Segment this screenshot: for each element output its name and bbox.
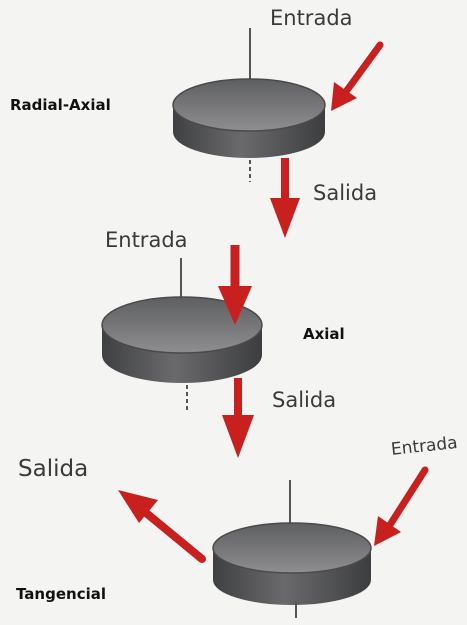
tangencial-disc <box>212 522 372 605</box>
axial-group <box>101 245 263 458</box>
tangencial-inlet-arrow <box>374 466 429 546</box>
axial-outlet-label: Salida <box>272 388 337 412</box>
axial-outlet-arrow <box>222 378 254 458</box>
tangencial-label: Tangencial <box>16 585 106 603</box>
axial-inlet-label: Entrada <box>105 228 188 252</box>
radial-axial-disc <box>172 78 326 158</box>
tangencial-group <box>118 466 429 618</box>
axial-label: Axial <box>303 325 345 343</box>
radial-axial-label: Radial-Axial <box>10 96 111 114</box>
tangencial-outlet-label: Salida <box>18 456 89 482</box>
tangencial-outlet-arrow <box>118 490 206 563</box>
axial-inlet-arrow <box>218 245 252 325</box>
radial-axial-inlet-label: Entrada <box>270 6 353 30</box>
radial-axial-outlet-arrow <box>270 158 300 238</box>
radial-axial-group <box>172 28 384 238</box>
radial-axial-outlet-label: Salida <box>313 181 378 205</box>
radial-axial-inlet-arrow <box>331 41 384 111</box>
axial-disc <box>101 296 263 383</box>
